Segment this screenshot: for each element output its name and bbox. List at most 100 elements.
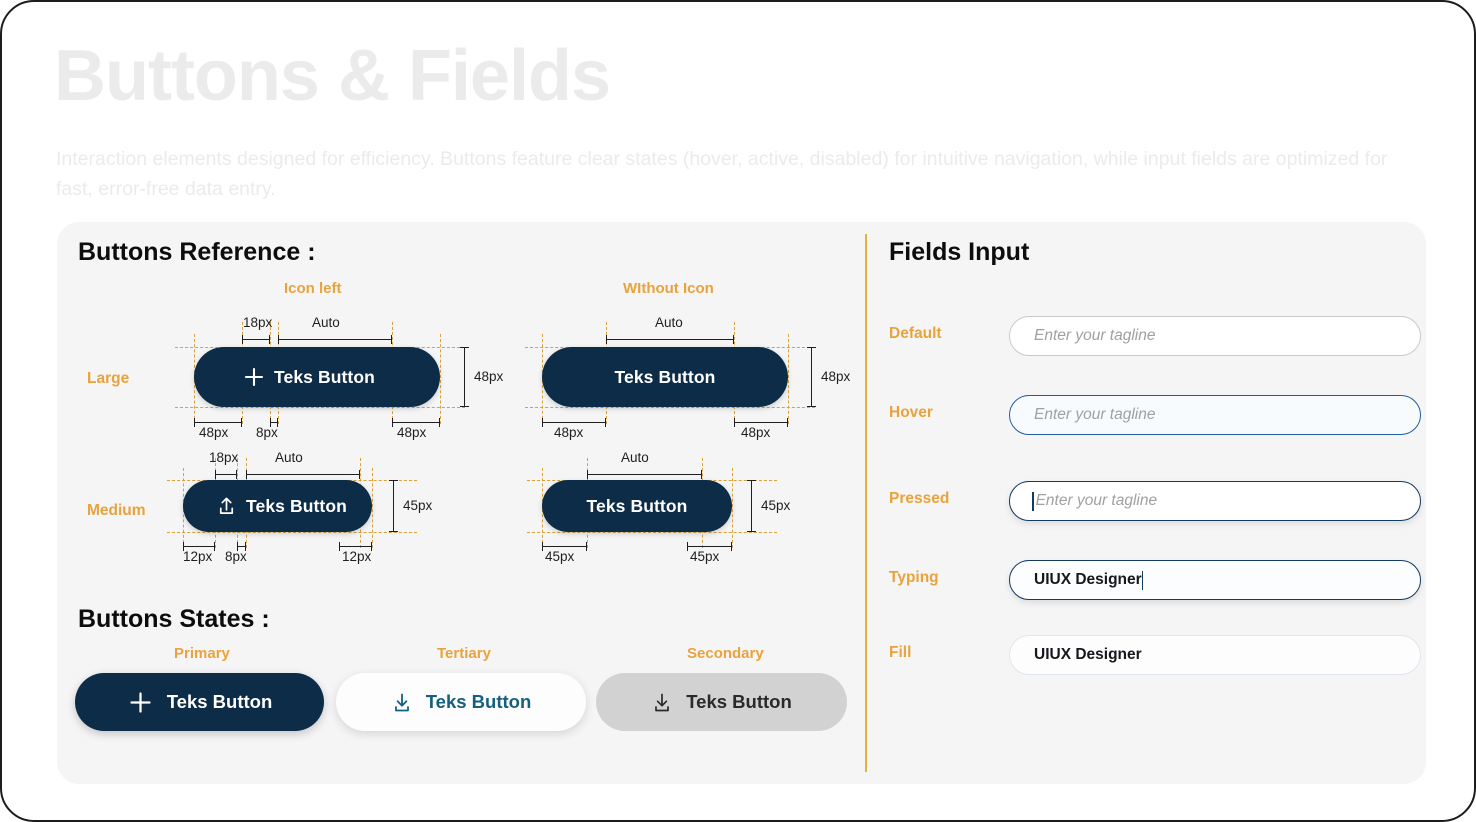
mbar-padleft <box>183 542 215 551</box>
field-label-fill: Fill <box>889 644 912 661</box>
field-placeholder: Enter your tagline <box>1035 492 1158 509</box>
mbar-padright <box>339 542 372 551</box>
dim-icon-gap: 18px <box>243 315 273 330</box>
guide-bottom <box>167 532 417 533</box>
field-value: UIUX Designer <box>1034 646 1142 663</box>
mbar-padright <box>734 418 788 427</box>
dim-text-auto: Auto <box>655 315 683 330</box>
field-input-pressed[interactable]: Enter your tagline <box>1009 481 1421 521</box>
plus-icon <box>127 689 154 716</box>
page-title: Buttons & Fields <box>54 36 611 116</box>
download-icon <box>391 691 413 714</box>
field-value: UIUX Designer <box>1034 571 1142 588</box>
dim-icon-text-gap: 8px <box>256 425 278 440</box>
dim-text-auto: Auto <box>275 450 303 465</box>
dim-icon-text-gap: 8px <box>225 549 247 564</box>
dim-padright: 48px <box>741 425 771 440</box>
field-row-typing: Typing UIUX Designer <box>889 560 1421 600</box>
dim-padleft: 48px <box>199 425 229 440</box>
mbar-text-auto <box>587 470 702 479</box>
mbar-icon-text-gap <box>237 542 246 551</box>
field-placeholder: Enter your tagline <box>1034 327 1156 344</box>
mbar-padleft <box>542 542 587 551</box>
vbar-height-medium-plain <box>747 480 756 532</box>
state-button-label: Teks Button <box>686 691 792 712</box>
field-placeholder: Enter your tagline <box>1034 406 1156 423</box>
dim-padright: 48px <box>397 425 427 440</box>
guide-bottom <box>175 407 465 408</box>
field-row-default: Default Enter your tagline <box>889 316 1421 356</box>
state-button-label: Teks Button <box>425 691 532 712</box>
mbar-icon-text-gap <box>270 418 278 427</box>
spec-button-large-icon-left[interactable]: Teks Button <box>194 347 440 407</box>
guide-bottom <box>527 532 777 533</box>
dim-height-large: 48px <box>474 369 504 384</box>
plus-icon <box>242 365 266 389</box>
spec-button-large-plain[interactable]: Teks Button <box>542 347 788 407</box>
field-label-pressed: Pressed <box>889 490 950 507</box>
dim-padright: 45px <box>690 549 720 564</box>
page-subtitle: Interaction elements designed for effici… <box>56 148 1388 200</box>
field-input-typing[interactable]: UIUX Designer <box>1009 560 1421 600</box>
guide-right-edge <box>732 468 733 548</box>
mbar-padleft <box>542 418 606 427</box>
mbar-text-auto <box>606 335 734 344</box>
guide-right-edge <box>372 468 373 548</box>
field-input-default[interactable]: Enter your tagline <box>1009 316 1421 356</box>
guide-right-edge <box>788 334 789 424</box>
mbar-text-auto <box>278 335 392 344</box>
dim-text-auto: Auto <box>312 315 340 330</box>
row-label-medium: Medium <box>87 502 146 519</box>
mbar-padright <box>687 542 732 551</box>
fields-input-title: Fields Input <box>889 238 1030 266</box>
guide-bottom <box>525 407 815 408</box>
dim-text-auto: Auto <box>621 450 649 465</box>
state-button-label: Teks Button <box>166 691 273 712</box>
state-label-tertiary: Tertiary <box>437 645 491 662</box>
dim-padleft: 45px <box>545 549 575 564</box>
dim-padright: 12px <box>342 549 372 564</box>
field-row-fill: Fill UIUX Designer <box>889 635 1421 675</box>
field-label-typing: Typing <box>889 569 939 586</box>
text-caret <box>1032 491 1034 511</box>
spec-button-label: Teks Button <box>586 495 688 516</box>
mbar-padright <box>392 418 440 427</box>
vbar-height-medium <box>389 480 398 532</box>
vbar-height-large <box>460 347 469 407</box>
mbar-text-auto <box>246 470 360 479</box>
dim-padleft: 48px <box>554 425 584 440</box>
dim-icon-gap: 18px <box>209 450 239 465</box>
spec-button-medium-plain[interactable]: Teks Button <box>542 480 732 532</box>
row-label-large: Large <box>87 370 130 387</box>
dim-height-medium-plain: 45px <box>761 498 791 513</box>
mbar-icon-gap <box>215 470 237 479</box>
download-icon <box>651 691 673 714</box>
content-card: Buttons Reference : Icon left WIthout Ic… <box>57 222 1426 784</box>
vbar-height-large-plain <box>807 347 816 407</box>
dim-height-large-plain: 48px <box>821 369 851 384</box>
column-header-icon-left: Icon left <box>284 280 342 297</box>
buttons-states-title: Buttons States : <box>78 605 270 633</box>
dim-height-medium: 45px <box>403 498 433 513</box>
spec-button-label: Teks Button <box>274 366 375 387</box>
state-label-primary: Primary <box>174 645 230 662</box>
state-button-tertiary[interactable]: Teks Button <box>336 673 586 731</box>
field-input-hover[interactable]: Enter your tagline <box>1009 395 1421 435</box>
state-button-primary[interactable]: Teks Button <box>75 673 324 731</box>
buttons-reference-title: Buttons Reference : <box>78 238 316 266</box>
mbar-padleft <box>194 418 242 427</box>
field-row-hover: Hover Enter your tagline <box>889 395 1421 435</box>
state-button-secondary[interactable]: Teks Button <box>596 673 847 731</box>
spec-button-label: Teks Button <box>614 366 716 387</box>
field-label-default: Default <box>889 325 942 342</box>
field-label-hover: Hover <box>889 404 933 421</box>
upload-icon <box>216 495 237 517</box>
mbar-icon-gap <box>242 335 270 344</box>
field-input-fill[interactable]: UIUX Designer <box>1009 635 1421 675</box>
spec-button-medium-icon-left[interactable]: Teks Button <box>183 480 372 532</box>
text-caret <box>1141 570 1144 590</box>
dim-padleft: 12px <box>183 549 213 564</box>
spec-button-label: Teks Button <box>246 495 347 516</box>
state-label-secondary: Secondary <box>687 645 764 662</box>
